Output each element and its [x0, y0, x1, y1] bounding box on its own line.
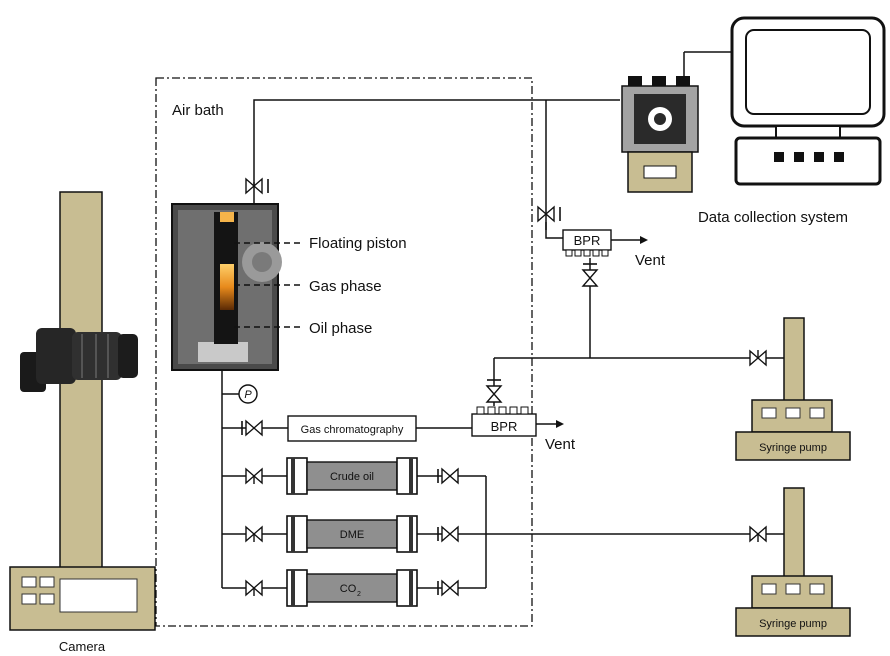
svg-text:BPR: BPR — [574, 233, 601, 248]
valve-icon — [485, 379, 503, 403]
pressure-gauge-icon: P — [238, 384, 258, 404]
vent-label-lower: Vent — [545, 436, 576, 453]
top-pressure-line — [253, 99, 620, 204]
air-bath-label: Air bath — [172, 102, 224, 119]
dme-cylinder: DME — [286, 515, 418, 553]
gas-phase-label: Gas phase — [309, 278, 382, 295]
camera-stand — [9, 191, 156, 631]
valve-icon — [749, 349, 767, 367]
bpr-lower: BPR — [471, 406, 537, 437]
syringe-pump-lower: Syringe pump — [735, 487, 851, 637]
camera-icon — [20, 328, 138, 392]
svg-text:2: 2 — [357, 591, 361, 598]
valve-icon — [437, 467, 459, 485]
camera-label: Camera — [59, 639, 106, 654]
valve-icon — [245, 579, 263, 597]
svg-text:Crude oil: Crude oil — [330, 471, 374, 483]
floating-piston-glow — [220, 212, 234, 222]
syringe-pump-upper: Syringe pump — [735, 317, 851, 461]
valve-icon — [241, 419, 263, 437]
visual-cell — [171, 203, 282, 371]
valve-icon — [581, 263, 599, 287]
svg-text:BPR: BPR — [491, 419, 518, 434]
valve-icon — [245, 467, 263, 485]
svg-text:P: P — [244, 389, 252, 401]
co2-cylinder: CO 2 — [286, 569, 418, 607]
monitor-icon — [730, 16, 886, 186]
data-logger-icon — [621, 76, 699, 193]
data-collection-label: Data collection system — [698, 209, 848, 226]
valve-icon — [537, 205, 561, 223]
gas-phase-glow — [220, 264, 234, 310]
svg-text:CO: CO — [340, 583, 357, 595]
valve-icon — [437, 579, 459, 597]
svg-text:DME: DME — [340, 529, 364, 541]
valve-icon — [245, 177, 269, 195]
gas-chromatography-box: Gas chromatography — [287, 415, 417, 442]
vent-label-upper: Vent — [635, 252, 666, 269]
valve-icon — [749, 525, 767, 543]
floating-piston-label: Floating piston — [309, 235, 407, 252]
air-bath-boundary — [155, 77, 533, 627]
valve-icon — [437, 525, 459, 543]
oil-phase-label: Oil phase — [309, 320, 372, 337]
svg-text:Gas chromatography: Gas chromatography — [301, 424, 404, 436]
valve-icon — [245, 525, 263, 543]
svg-text:Syringe pump: Syringe pump — [759, 442, 827, 454]
crude-oil-cylinder: Crude oil — [286, 457, 418, 495]
svg-text:Syringe pump: Syringe pump — [759, 618, 827, 630]
bpr-upper: BPR — [562, 229, 612, 257]
